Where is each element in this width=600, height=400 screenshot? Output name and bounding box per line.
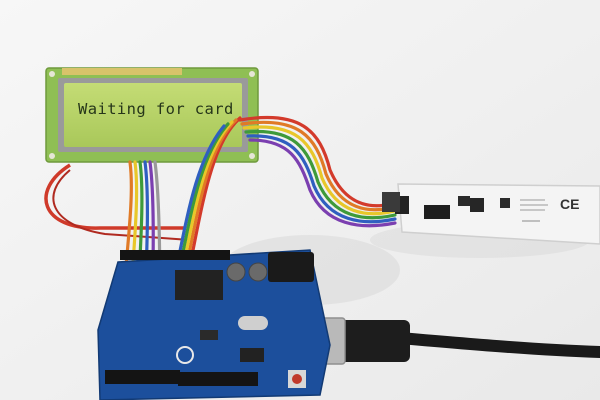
crystal (238, 316, 268, 330)
power-jack (268, 252, 314, 282)
lcd-mount-hole (49, 153, 55, 159)
capacitor (248, 262, 268, 282)
arduino-logo (176, 346, 194, 364)
arduino-board (97, 249, 331, 400)
lcd-mount-hole (249, 71, 255, 77)
usb-cable (284, 317, 600, 365)
lcd-display-text: Waiting for card (78, 100, 234, 118)
arduino-header-bottom-right (178, 372, 258, 386)
lcd-mount-hole (249, 153, 255, 159)
lcd-header-pins (62, 68, 182, 75)
rfid-reader-board (397, 183, 600, 245)
arduino-pcb (97, 249, 331, 400)
lcd-screen (64, 83, 242, 147)
lcd-module (45, 67, 259, 163)
capacitor (226, 262, 246, 282)
rfid-chip (424, 205, 450, 219)
rfid-chip-small (458, 196, 470, 206)
arduino-header-bottom-left (105, 370, 180, 384)
small-ic (240, 348, 264, 362)
red-wire (44, 163, 185, 230)
microcontroller-chip (175, 270, 223, 300)
ce-mark: CE (560, 196, 579, 212)
rfid-reader: CE (395, 183, 600, 245)
ribbon-cable-to-reader (238, 115, 397, 228)
red-wire-2 (52, 169, 191, 241)
arduino-header-top (120, 250, 230, 260)
small-ic (200, 330, 218, 340)
rfid-chip-small (470, 198, 484, 212)
reader-cable-connector (382, 192, 400, 212)
rfid-component (500, 198, 510, 208)
reset-button-cap (292, 374, 302, 384)
usb-plug-housing (340, 320, 410, 362)
lcd-mount-hole (49, 71, 55, 77)
